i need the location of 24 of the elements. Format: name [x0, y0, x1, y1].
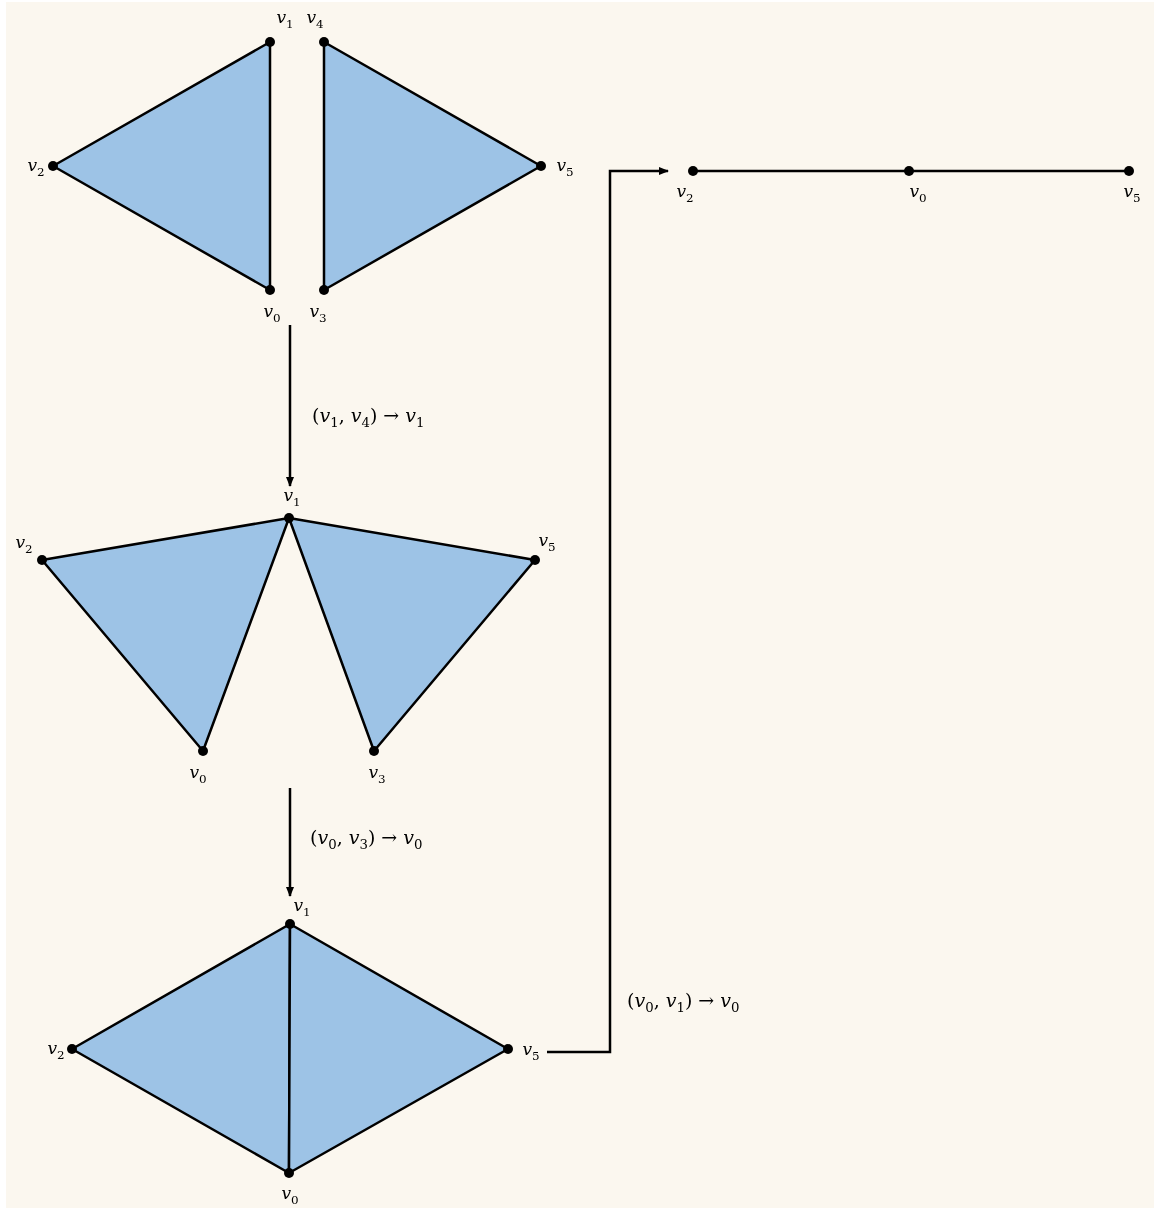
edge-label: (v$_{0}$, v$_{3}$) → v$_{0}$: [310, 828, 423, 852]
vertex-label: v$_{3}$: [309, 303, 327, 325]
vertex-label: v$_{0}$: [281, 1185, 299, 1207]
vertex-label: v$_{2}$: [47, 1040, 65, 1062]
edge-label: (v$_{0}$, v$_{1}$) → v$_{0}$: [627, 991, 740, 1015]
vertex-label: v$_{5}$: [538, 532, 556, 554]
vertex-label: v$_{4}$: [306, 9, 324, 31]
vertex-label: v$_{3}$: [368, 764, 386, 786]
vertex-label: v$_{2}$: [15, 534, 33, 556]
vertex-label: v$_{5}$: [556, 157, 574, 179]
vertex-label: v$_{2}$: [27, 157, 45, 179]
vertex-label: v$_{5}$: [522, 1041, 540, 1063]
arrow: [286, 788, 294, 897]
arrow: [547, 167, 669, 1054]
vertex-label: v$_{0}$: [909, 183, 927, 205]
arrow: [286, 325, 294, 487]
vertex-label: v$_{1}$: [293, 897, 311, 919]
vertex-label: v$_{1}$: [283, 487, 301, 509]
vertex-label: v$_{0}$: [263, 303, 281, 325]
vertex-label: v$_{2}$: [676, 183, 694, 205]
vertex-label: v$_{1}$: [276, 9, 294, 31]
edge-label: (v$_{1}$, v$_{4}$) → v$_{1}$: [312, 406, 425, 430]
vertex-label: v$_{5}$: [1123, 183, 1141, 205]
vertex-label: v$_{0}$: [189, 764, 207, 786]
